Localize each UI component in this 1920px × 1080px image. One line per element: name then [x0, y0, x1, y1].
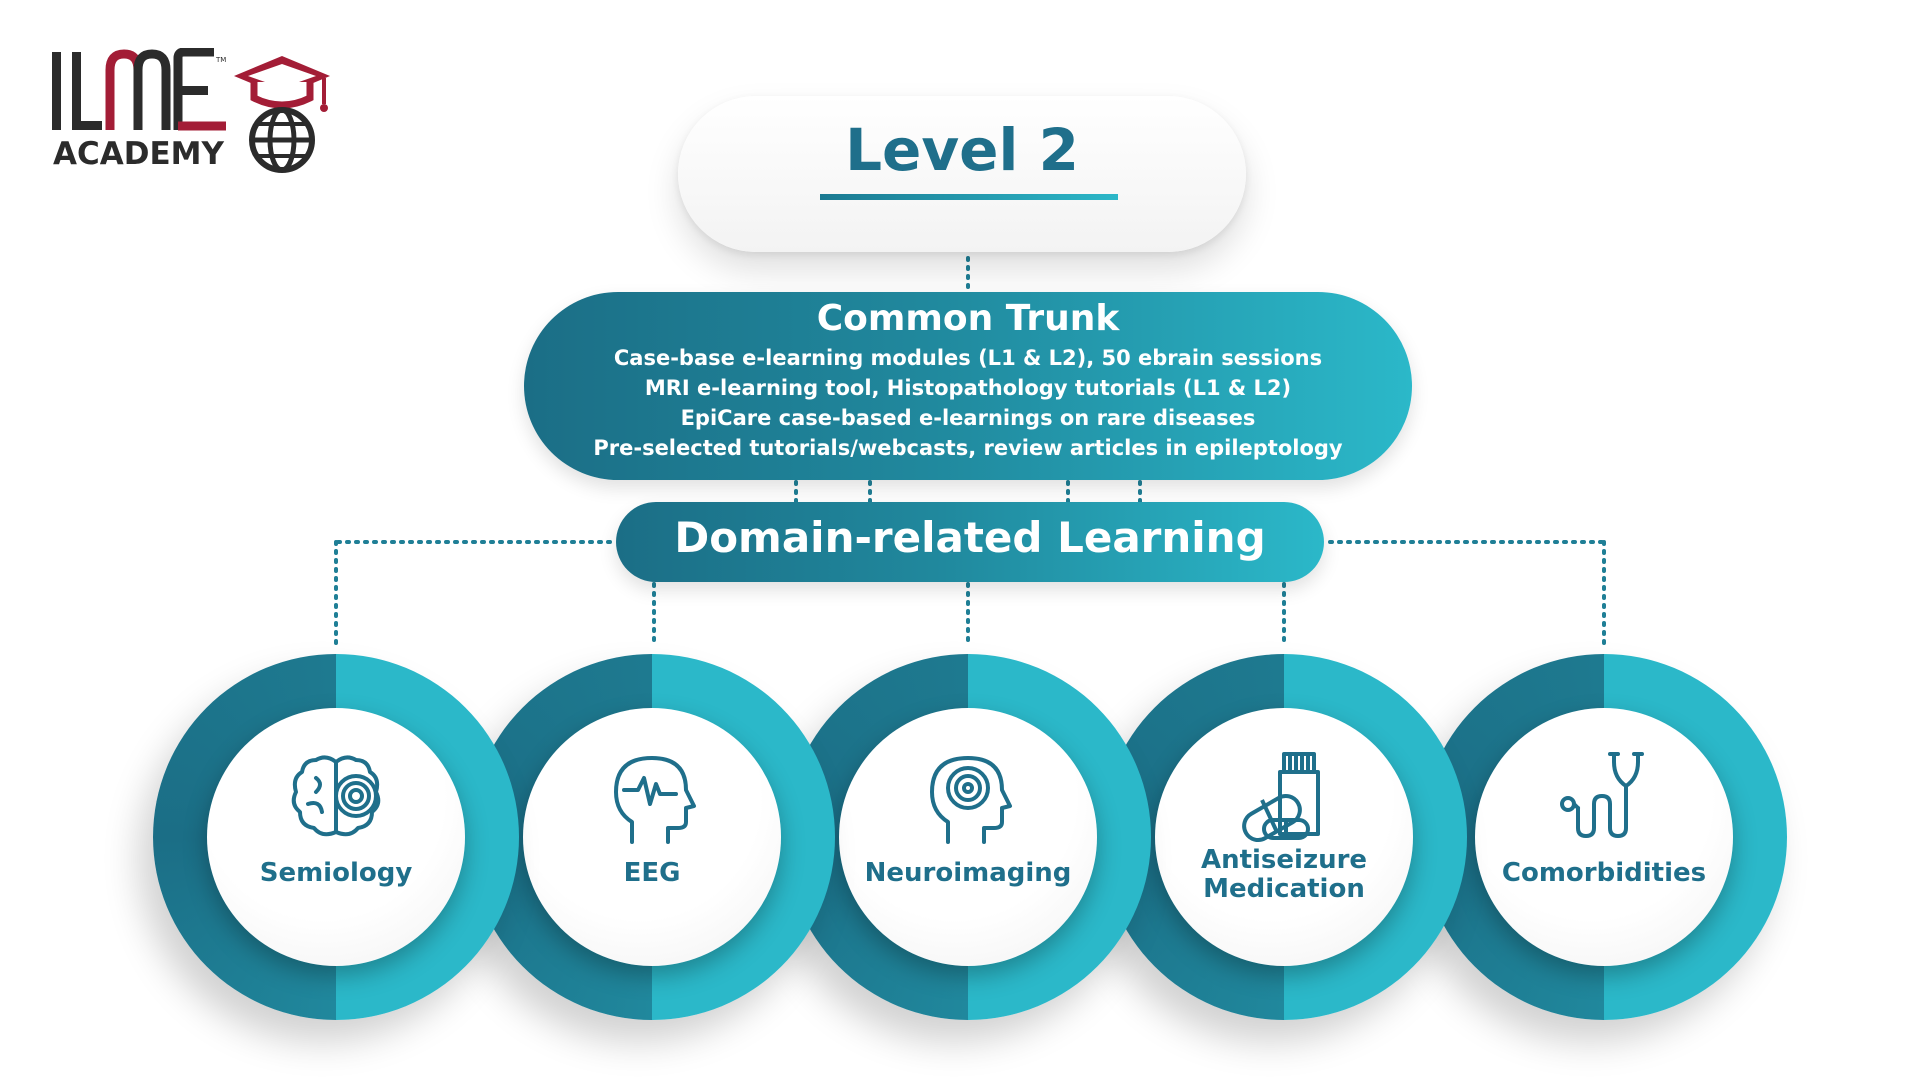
domain-label-line: Antiseizure — [1200, 845, 1368, 875]
stethoscope-icon — [1560, 752, 1644, 838]
domain-circle-inner: EEG — [523, 708, 781, 966]
common-trunk-line-3: EpiCare case-based e-learnings on rare d… — [680, 406, 1256, 430]
domain-circle-antiseizure-medication: Antiseizure Medication — [1101, 654, 1467, 1020]
pill-bottle-icon — [1242, 752, 1320, 842]
domain-circle-inner: Semiology — [207, 708, 465, 966]
domain-label-semiology: Semiology — [259, 858, 413, 888]
domain-label-neuroimaging: Neuroimaging — [864, 858, 1072, 888]
domain-circle-inner: Comorbidities — [1475, 708, 1733, 966]
level-underline — [820, 194, 1118, 200]
domain-circle-inner: Neuroimaging — [839, 708, 1097, 966]
domain-learning-title: Domain-related Learning — [674, 513, 1266, 562]
domain-circle-comorbidities: Comorbidities — [1421, 654, 1787, 1020]
logo-academy-text: ACADEMY — [53, 136, 224, 172]
level-pill: Level 2 — [678, 96, 1246, 252]
ilae-academy-logo: TM ACADEMY — [50, 48, 330, 178]
ilae-logo-letters: TM — [52, 48, 226, 131]
domain-label-comorbidities: Comorbidities — [1501, 858, 1707, 888]
common-trunk-line-1: Case-base e-learning modules (L1 & L2), … — [613, 346, 1323, 370]
head-eeg-icon — [614, 756, 696, 844]
domain-label-line: Medication — [1203, 874, 1365, 904]
common-trunk-line-4: Pre-selected tutorials/webcasts, review … — [593, 436, 1343, 460]
common-trunk-box: Common Trunk Case-base e-learning module… — [524, 292, 1412, 480]
domain-circle-inner: Antiseizure Medication — [1155, 708, 1413, 966]
svg-text:TM: TM — [215, 56, 226, 64]
domain-circle-eeg: EEG — [469, 654, 835, 1020]
domain-label-eeg: EEG — [623, 858, 681, 888]
brain-target-icon — [291, 755, 381, 837]
common-trunk-title: Common Trunk — [816, 298, 1120, 339]
domain-learning-box: Domain-related Learning — [616, 502, 1324, 582]
head-scan-icon — [930, 756, 1012, 844]
domain-circle-neuroimaging: Neuroimaging — [785, 654, 1151, 1020]
level-title: Level 2 — [845, 116, 1079, 184]
domain-label-antiseizure: Antiseizure Medication — [1155, 846, 1413, 904]
graduation-globe-icon — [234, 56, 330, 173]
domain-circle-semiology: Semiology — [153, 654, 519, 1020]
common-trunk-line-2: MRI e-learning tool, Histopathology tuto… — [644, 376, 1292, 400]
